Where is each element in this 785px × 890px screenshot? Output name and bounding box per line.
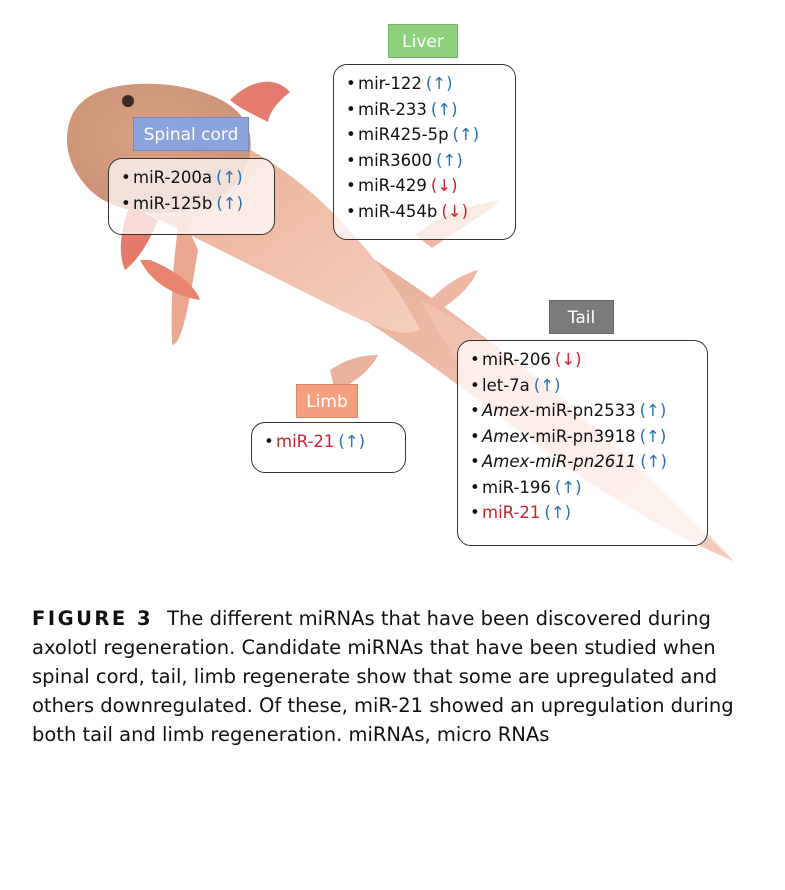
mirna-item: •let-7a(↑) <box>470 373 697 399</box>
spinal-cord-mirna-list: •miR-200a(↑)•miR-125b(↑) <box>121 165 264 216</box>
mirna-name: miR-233 <box>358 99 427 119</box>
limb-tag: Limb <box>296 384 358 418</box>
bullet-mark: • <box>346 150 356 170</box>
bullet-mark: • <box>346 125 356 144</box>
axolotl-limb-regenerate <box>330 355 378 392</box>
caption-text: The different miRNAs that have been disc… <box>32 607 734 746</box>
mirna-name: miR3600 <box>358 150 433 170</box>
mirna-item: •Amex-miR-pn2533(↑) <box>470 398 697 424</box>
bullet-mark: • <box>264 432 274 451</box>
mirna-item: •Amex-miR-pn2611(↑) <box>470 449 697 475</box>
bullet-mark: • <box>470 375 480 395</box>
liver-tag: Liver <box>388 24 458 58</box>
mirna-name: miR-200a <box>133 168 213 187</box>
downregulated-arrow-icon: (↓) <box>554 350 582 369</box>
axolotl-eye <box>122 95 134 107</box>
figure-label: FIGURE 3 <box>32 607 154 630</box>
mirna-species-prefix: Amex <box>482 401 530 420</box>
upregulated-arrow-icon: (↑) <box>216 168 243 187</box>
bullet-mark: • <box>470 452 480 471</box>
limb-mirna-box: •miR-21(↑) <box>251 422 406 473</box>
upregulated-arrow-icon: (↑) <box>425 74 453 93</box>
axolotl-front-foot <box>140 260 200 300</box>
upregulated-arrow-icon: (↑) <box>338 432 366 451</box>
mirna-species-prefix: Amex-miR-pn2611 <box>482 452 637 471</box>
bullet-mark: • <box>470 477 480 497</box>
bullet-mark: • <box>470 401 480 420</box>
mirna-species-prefix: Amex <box>482 426 530 446</box>
mirna-name: miR-21 <box>482 503 541 522</box>
spinal-cord-tag: Spinal cord <box>133 117 249 151</box>
mirna-item: •miR-21(↑) <box>264 429 395 455</box>
upregulated-arrow-icon: (↑) <box>533 375 561 395</box>
mirna-name: -miR-pn2533 <box>529 401 636 420</box>
mirna-item: •miR-429(↓) <box>346 173 505 199</box>
upregulated-arrow-icon: (↑) <box>430 99 458 119</box>
axolotl-gills-top <box>230 81 290 122</box>
axolotl-front-leg <box>171 210 198 345</box>
liver-mirna-list: •mir-122(↑)•miR-233(↑)•miR425-5p(↑)•miR3… <box>346 71 505 224</box>
bullet-mark: • <box>346 176 356 195</box>
bullet-mark: • <box>121 193 131 213</box>
mirna-name: miR-429 <box>358 176 427 195</box>
mirna-name: miR-454b <box>358 201 438 221</box>
liver-mirna-box: •mir-122(↑)•miR-233(↑)•miR425-5p(↑)•miR3… <box>333 64 516 240</box>
bullet-mark: • <box>346 201 356 221</box>
bullet-mark: • <box>470 350 480 369</box>
bullet-mark: • <box>470 503 480 522</box>
bullet-mark: • <box>470 426 480 446</box>
mirna-name: miR-21 <box>276 432 335 451</box>
mirna-item: •mir-122(↑) <box>346 71 505 97</box>
mirna-name: miR-125b <box>133 193 213 213</box>
spinal-cord-mirna-box: •miR-200a(↑)•miR-125b(↑) <box>108 158 275 235</box>
mirna-item: •miR-21(↑) <box>470 500 697 526</box>
mirna-name: miR425-5p <box>358 125 449 144</box>
mirna-name: let-7a <box>482 375 530 395</box>
mirna-item: •miR-200a(↑) <box>121 165 264 191</box>
tail-mirna-box: •miR-206(↓)•let-7a(↑)•Amex-miR-pn2533(↑)… <box>457 340 708 546</box>
upregulated-arrow-icon: (↑) <box>640 452 667 471</box>
mirna-item: •miR3600(↑) <box>346 148 505 174</box>
bullet-mark: • <box>121 168 131 187</box>
mirna-name: -miR-pn3918 <box>529 426 636 446</box>
mirna-item: •miR-206(↓) <box>470 347 697 373</box>
mirna-item: •miR-454b(↓) <box>346 199 505 225</box>
upregulated-arrow-icon: (↑) <box>639 426 667 446</box>
mirna-name: mir-122 <box>358 74 422 93</box>
mirna-item: •miR425-5p(↑) <box>346 122 505 148</box>
upregulated-arrow-icon: (↑) <box>639 401 667 420</box>
mirna-name: miR-196 <box>482 477 551 497</box>
mirna-item: •miR-233(↑) <box>346 97 505 123</box>
axolotl-rear-leg <box>430 270 478 310</box>
bullet-mark: • <box>346 99 356 119</box>
upregulated-arrow-icon: (↑) <box>554 477 582 497</box>
downregulated-arrow-icon: (↓) <box>441 201 469 221</box>
upregulated-arrow-icon: (↑) <box>436 150 463 170</box>
downregulated-arrow-icon: (↓) <box>430 176 458 195</box>
tail-mirna-list: •miR-206(↓)•let-7a(↑)•Amex-miR-pn2533(↑)… <box>470 347 697 526</box>
mirna-item: •Amex-miR-pn3918(↑) <box>470 424 697 450</box>
upregulated-arrow-icon: (↑) <box>452 125 480 144</box>
mirna-item: •miR-125b(↑) <box>121 191 264 217</box>
tail-tag: Tail <box>549 300 614 334</box>
upregulated-arrow-icon: (↑) <box>544 503 572 522</box>
mirna-item: •miR-196(↑) <box>470 475 697 501</box>
mirna-name: miR-206 <box>482 350 551 369</box>
figure-panel: Liver •mir-122(↑)•miR-233(↑)•miR425-5p(↑… <box>66 24 735 562</box>
upregulated-arrow-icon: (↑) <box>216 193 244 213</box>
limb-mirna-list: •miR-21(↑) <box>264 429 395 455</box>
bullet-mark: • <box>346 74 356 93</box>
